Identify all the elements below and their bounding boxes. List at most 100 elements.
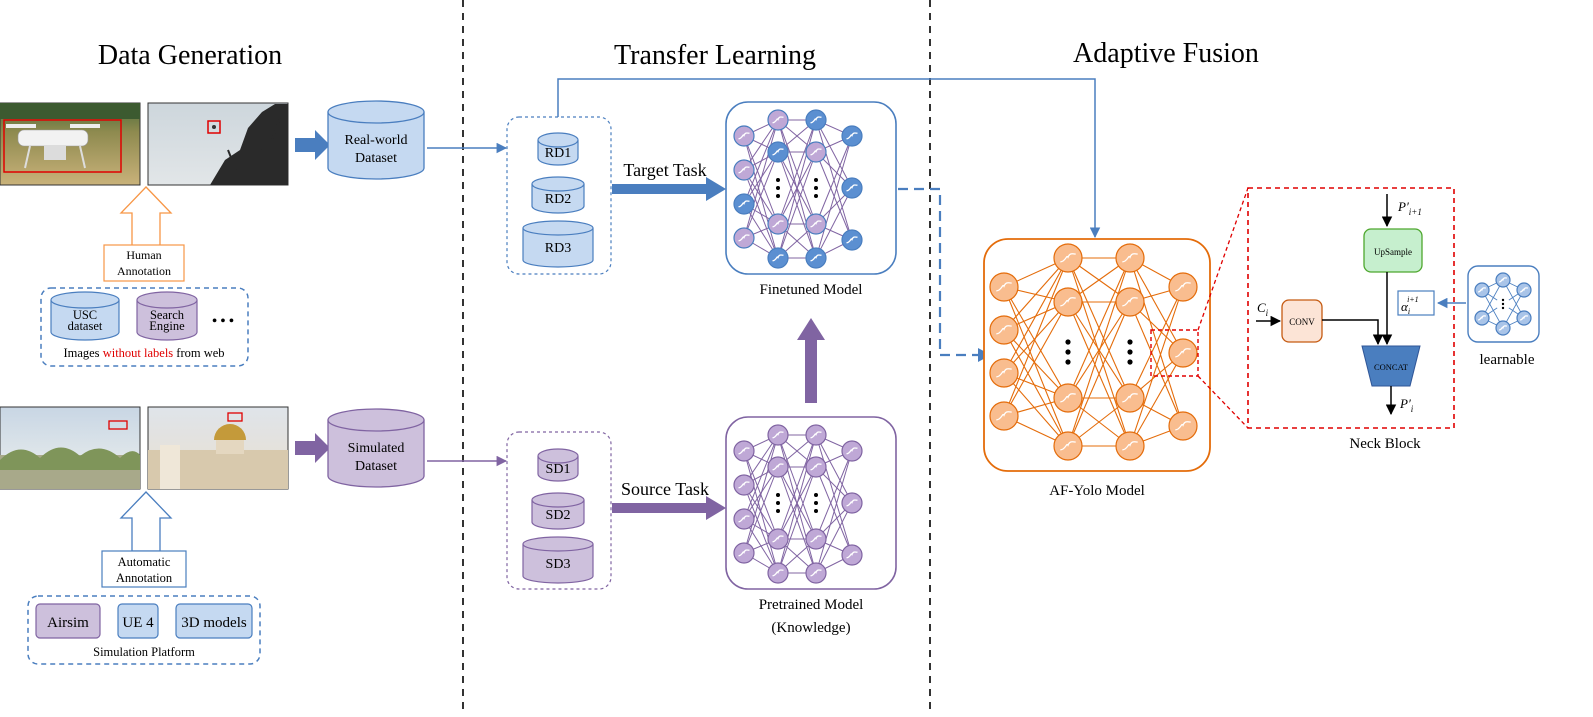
net-edge [743,151,779,239]
arrow-target-task [612,177,726,201]
net-edge [815,434,853,504]
activation-curve [738,234,750,242]
arrow-finetuned-to-afyolo [898,187,978,357]
activation-curve [810,220,822,228]
activation-curve [1122,297,1138,307]
activation-curve [846,236,858,244]
sky-drone-bbox [207,120,221,134]
sim-dataset-label-1: Simulated [348,441,405,456]
real-dataset-label-1: Real-world [345,133,408,148]
net-edge [1003,329,1069,399]
source-task-label: Source Task [621,479,709,499]
sd-label-3: SD3 [546,557,571,572]
arrow-real-to-dataset [295,130,330,160]
activation-curve [738,200,750,208]
activation-curve [810,463,822,471]
ellipsis-dot [1127,339,1133,345]
real-image-sky [147,102,289,186]
sim-dataset-cylinder [327,408,425,488]
search-label-2: Engine [149,319,185,333]
auto-annotation-box [101,550,187,588]
sim1-bbox [108,420,128,430]
platform-airsim-label: Airsim [47,615,89,631]
net-edge [743,119,779,239]
activation-curve [738,166,750,174]
sd-cylinder-top-2 [531,492,585,508]
net-edge [777,119,817,225]
activation-curve [738,481,750,489]
net-edge [1003,286,1069,447]
sd-cylinder-2 [531,500,585,530]
learnable-label: learnable [1480,352,1535,368]
platform-airsim [35,603,101,639]
zoom-highlight [1150,329,1199,377]
alpha-box [1397,290,1435,316]
title-data-generation: Data Generation [98,40,282,71]
learnable-network [1474,272,1532,336]
drone-bbox [3,119,122,173]
human-annotation-line1: Human [126,248,161,262]
activation-curve [772,463,784,471]
search-label-1: Search [150,308,185,322]
activation-curve [1499,325,1507,331]
concat-block [1361,345,1421,387]
activation-curve [810,535,822,543]
net-edge [1067,301,1131,447]
net-edge [743,169,779,225]
activation-curve [810,254,822,262]
net-edge [1129,286,1184,399]
activation-curve [846,551,858,559]
web-sources-box [40,287,249,367]
activation-curve [810,569,822,577]
rd-cylinder-top-1 [537,132,579,148]
upsample-label: UpSample [1374,247,1412,257]
pretrained-model-label-2: (Knowledge) [771,620,850,636]
activation-curve [738,549,750,557]
target-task-label: Target Task [623,160,706,180]
net-edge [1067,257,1131,447]
ellipsis-dot [776,194,780,198]
title-adaptive-fusion: Adaptive Fusion [1073,38,1259,69]
net-edge [777,466,817,574]
sd-cylinder-top-3 [522,536,594,552]
net-edge [815,450,853,540]
usc-dataset-cylinder [50,291,120,341]
afyolo-model-label: AF-Yolo Model [1049,483,1145,499]
net-edge [1067,257,1131,399]
net-edge [815,135,853,225]
c-in-label: Ci [1257,300,1269,318]
activation-curve [996,325,1012,335]
pretrained-model-label-1: Pretrained Model [759,597,864,613]
auto-annotation-line2: Annotation [116,571,173,585]
arrow-sim-to-dataset [295,433,330,463]
platform-ue4 [117,603,159,639]
rd-label-2: RD2 [545,192,571,207]
sim-platform-box [27,595,261,665]
activation-curve [772,431,784,439]
ellipsis-dot [776,493,780,497]
real-image-drone [0,102,141,186]
ellipsis-dot [1127,349,1133,355]
concat-label: CONCAT [1374,362,1409,372]
activation-curve [810,116,822,124]
ellipsis-dot [1065,349,1071,355]
activation-curve [772,569,784,577]
title-transfer-learning: Transfer Learning [614,40,816,71]
ellipsis-dot [814,501,818,505]
web-caption: Images without labels from web [63,346,224,360]
ellipsis-dot [776,501,780,505]
activation-curve [738,132,750,140]
rd-cylinder-top-3 [522,220,594,236]
ellipsis-dot [1501,302,1505,306]
net-edge [777,119,817,259]
rd-label-1: RD1 [545,146,571,161]
activation-curve [846,447,858,455]
activation-curve [846,184,858,192]
neck-block-label: Neck Block [1349,436,1421,452]
web-ellipsis: • • • [212,314,234,329]
activation-curve [738,515,750,523]
activation-curve [1175,282,1191,292]
real-dataset-label-2: Dataset [355,151,397,166]
real-dataset-cylinder [327,100,425,180]
